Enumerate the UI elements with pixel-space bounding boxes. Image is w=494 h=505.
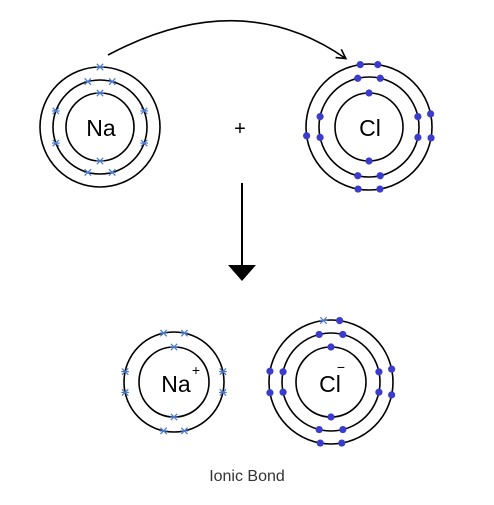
cl-ion-label: Cl (319, 371, 341, 397)
dot-electron (427, 134, 435, 142)
cross-electron (51, 139, 60, 147)
cross-electron (96, 89, 104, 97)
dot-electron (339, 330, 347, 339)
cl-ion-shell-middle (281, 332, 381, 432)
dot-electron (365, 157, 373, 165)
na-atom-shell-middle (52, 79, 148, 175)
cross-electron (121, 388, 129, 397)
down-arrow-icon (228, 183, 256, 281)
na-atom-electrons (51, 63, 149, 177)
cl-ion-electrons (266, 316, 396, 447)
cross-electron (108, 77, 117, 86)
na-atom-label: Na (86, 115, 116, 141)
cl-atom-electrons (303, 61, 435, 193)
cross-electron (219, 367, 227, 376)
dot-electron (279, 388, 287, 396)
dot-electron (427, 110, 435, 118)
cross-electron (96, 63, 104, 71)
dot-electron (316, 113, 324, 121)
na-ion-electrons (121, 329, 227, 435)
dot-electron (315, 330, 323, 339)
cross-electron (140, 107, 149, 115)
cross-electron (121, 367, 129, 376)
dot-electron (339, 425, 347, 434)
na-ion-shell-outer (123, 331, 225, 433)
dot-electron (279, 368, 287, 376)
plus-sign: + (234, 118, 246, 140)
curved-arrow-icon (107, 19, 348, 60)
dot-electron (316, 133, 324, 141)
dot-electron (315, 425, 323, 434)
cross-electron (140, 139, 149, 147)
chlorine-atom: Cl (303, 61, 435, 193)
sodium-atom: Na (39, 63, 161, 188)
dot-electron (327, 343, 335, 351)
cross-electron (170, 413, 178, 421)
dot-electron (266, 367, 274, 375)
dot-electron (354, 172, 362, 180)
transferred-cross-electron (319, 316, 328, 325)
cl-atom-shell-middle (318, 76, 420, 178)
chloride-ion: Cl − (266, 316, 396, 447)
cross-electron (180, 427, 189, 435)
cross-electron (159, 427, 168, 435)
dot-electron (375, 368, 383, 376)
cross-electron (51, 107, 60, 115)
na-ion-charge: + (192, 362, 200, 378)
dot-electron (356, 61, 364, 69)
dot-electron (354, 185, 362, 193)
dot-electron (338, 439, 346, 447)
dot-electron (376, 185, 384, 193)
na-ion-label: Na (161, 371, 191, 397)
dot-electron (414, 113, 422, 121)
cross-electron (170, 343, 178, 351)
cl-atom-label: Cl (359, 115, 381, 141)
caption: Ionic Bond (209, 468, 285, 485)
dot-electron (388, 365, 396, 373)
dot-electron (365, 89, 373, 97)
cross-electron (83, 168, 92, 177)
cross-electron (180, 329, 189, 337)
dot-electron (376, 74, 384, 82)
dot-electron (376, 172, 384, 180)
dot-electron (336, 317, 344, 325)
dot-electron (414, 133, 422, 141)
dot-electron (354, 74, 362, 82)
cross-electron (219, 388, 227, 397)
dot-electron (388, 391, 396, 399)
dot-electron (375, 388, 383, 396)
dot-electron (374, 61, 382, 69)
dot-electron (303, 132, 311, 140)
dot-electron (316, 439, 324, 447)
cross-electron (83, 77, 92, 86)
cross-electron (159, 329, 168, 337)
cross-electron (108, 168, 117, 177)
dot-electron (327, 413, 335, 421)
cl-ion-shell-outer (268, 319, 394, 445)
dot-electron (266, 389, 274, 397)
cl-ion-charge: − (337, 359, 345, 375)
cl-atom-shell-outer (305, 63, 433, 191)
cross-electron (96, 157, 104, 165)
sodium-ion: Na + (121, 329, 227, 435)
